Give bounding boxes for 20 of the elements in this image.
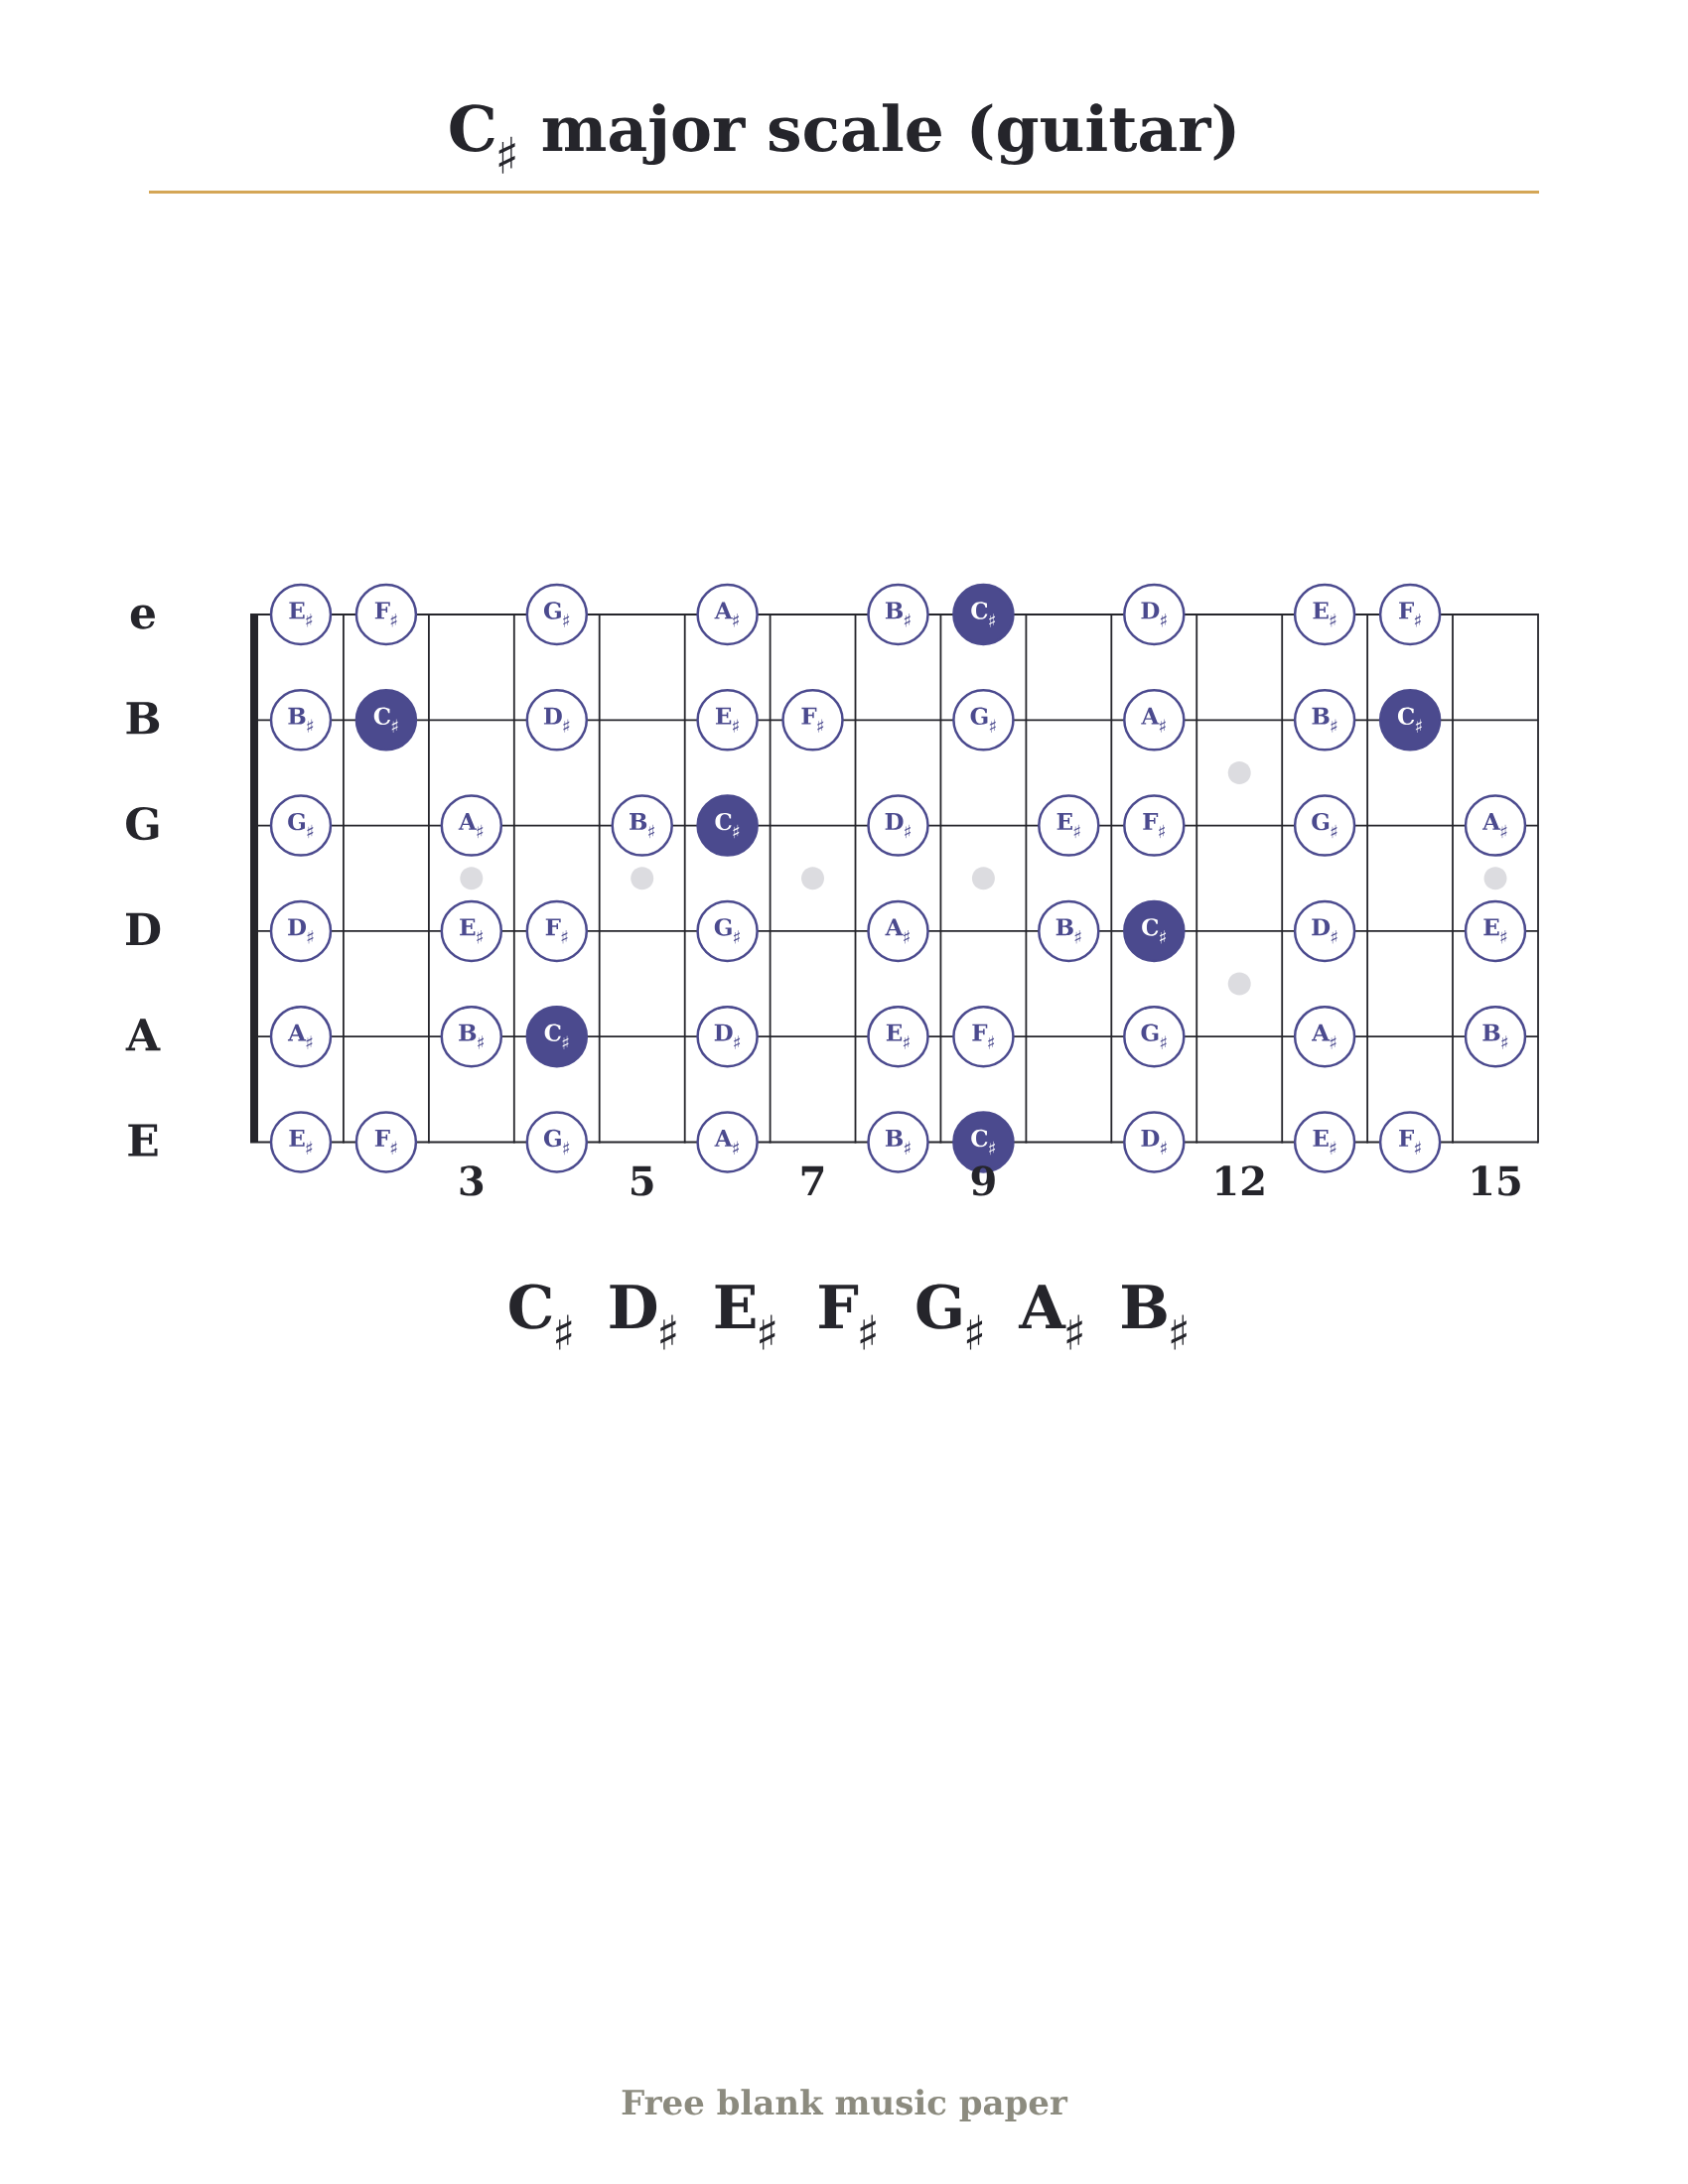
scale-note-name: D$_{♯}$ [610,1285,676,1350]
scale-note-name: C$_{♯}$ [509,1284,572,1350]
string-name: E [128,1124,158,1157]
fret-number: 5 [632,1165,653,1196]
string-name: A [125,1019,161,1051]
string-name: D [126,912,161,945]
string-name: e [130,605,155,629]
string-name: G [126,806,159,841]
title: C$_{♯}$ major scale (guitar) [450,103,1235,174]
fret-number: 3 [460,1165,484,1196]
fret-number: 12 [1216,1165,1264,1195]
scale-note-name: A$_{♯}$ [1018,1285,1082,1350]
scale-note-name: F$_{♯}$ [819,1285,876,1350]
scale-note-name: B$_{♯}$ [1122,1285,1187,1350]
string-name: B [126,702,160,735]
fret-number: 15 [1473,1165,1520,1196]
fret-number: 7 [801,1165,824,1195]
footer-text: Free blank music paper [622,2089,1068,2122]
scale-note-name: E$_{♯}$ [715,1285,775,1350]
scale-note-name: G$_{♯}$ [916,1284,983,1350]
